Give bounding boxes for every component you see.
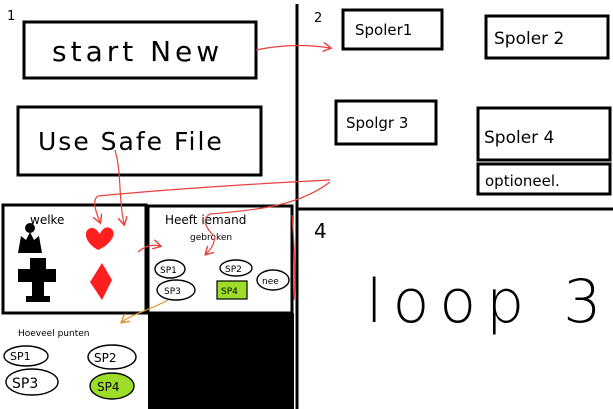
arrow-start-to-players	[255, 46, 330, 50]
svg-text:SP4: SP4	[221, 287, 238, 297]
queen-chess-icon[interactable]	[18, 223, 42, 253]
optional-label: optioneel.	[485, 172, 560, 190]
player-2-box[interactable]: Spoler 2	[484, 14, 610, 60]
diamond-suit-icon[interactable]	[90, 263, 112, 300]
points-title: Hoeveel punten	[18, 329, 89, 339]
svg-text:SP2: SP2	[94, 351, 117, 365]
optional-box: optioneel.	[476, 162, 612, 196]
svg-text:nee: nee	[262, 277, 279, 287]
player-4-box[interactable]: Spoler 4	[476, 106, 612, 162]
who-has-chip-sp2[interactable]: SP2	[219, 259, 253, 277]
player-4-label: Spoler 4	[484, 128, 554, 148]
who-has-chip-sp4[interactable]: SP4	[216, 280, 248, 300]
section-number-4: 4	[314, 219, 327, 243]
section-number-1: 1	[7, 9, 15, 24]
who-has-title-line2: gebroken	[190, 233, 232, 243]
section-dividers	[295, 4, 613, 409]
filled-block	[148, 313, 294, 409]
svg-text:SP1: SP1	[10, 350, 31, 363]
svg-text:SP2: SP2	[225, 265, 242, 275]
player-3-box[interactable]: Spolgr 3	[334, 99, 438, 146]
points-chip-sp2[interactable]: SP2	[87, 344, 137, 370]
svg-text:SP1: SP1	[160, 266, 177, 276]
card-picker-box: welke	[1, 203, 148, 315]
who-has-chip-sp3[interactable]: SP3	[156, 279, 196, 301]
arrow-return-line	[204, 181, 331, 237]
player-3-label: Spolgr 3	[346, 114, 408, 132]
arrow-loop-back	[95, 179, 331, 222]
points-chip-sp4[interactable]: SP4	[89, 372, 135, 400]
svg-text:SP3: SP3	[12, 376, 38, 392]
use-safe-file-button[interactable]: Use Safe File	[16, 105, 263, 177]
heart-suit-icon[interactable]	[85, 227, 114, 250]
who-has-chip-nee[interactable]: nee	[256, 269, 290, 291]
start-new-label: start New	[52, 35, 223, 68]
points-area: Hoeveel punten SP1 SP2 SP3 SP4	[3, 329, 137, 400]
player-1-box[interactable]: Spoler1	[341, 8, 444, 51]
who-has-box: Heeft iemand gebroken SP1 SP2 SP3 SP4 ne…	[146, 204, 294, 315]
card-picker-title: welke	[30, 213, 64, 227]
club-suit-icon[interactable]	[18, 258, 56, 302]
svg-text:SP3: SP3	[164, 287, 181, 297]
points-chip-sp1[interactable]: SP1	[3, 345, 49, 367]
svg-text:SP4: SP4	[97, 380, 120, 394]
arrow-safefile-to-cards	[114, 149, 124, 224]
player-2-label: Spoler 2	[494, 29, 564, 49]
round-label: loop 3	[366, 267, 611, 337]
use-safe-file-label: Use Safe File	[38, 127, 224, 156]
who-has-chip-sp1[interactable]: SP1	[154, 259, 186, 279]
arrow-cards-to-whohas	[137, 245, 160, 253]
player-1-label: Spoler1	[355, 21, 412, 39]
arrow-to-points	[122, 299, 169, 322]
flow-arrows	[95, 46, 331, 301]
arrow-whohas-title-to-chips	[206, 235, 216, 254]
section-number-2: 2	[314, 11, 322, 26]
points-chip-sp3[interactable]: SP3	[5, 368, 59, 396]
arrow-whohas-to-loop	[291, 214, 296, 301]
start-new-button[interactable]: start New	[22, 20, 258, 80]
